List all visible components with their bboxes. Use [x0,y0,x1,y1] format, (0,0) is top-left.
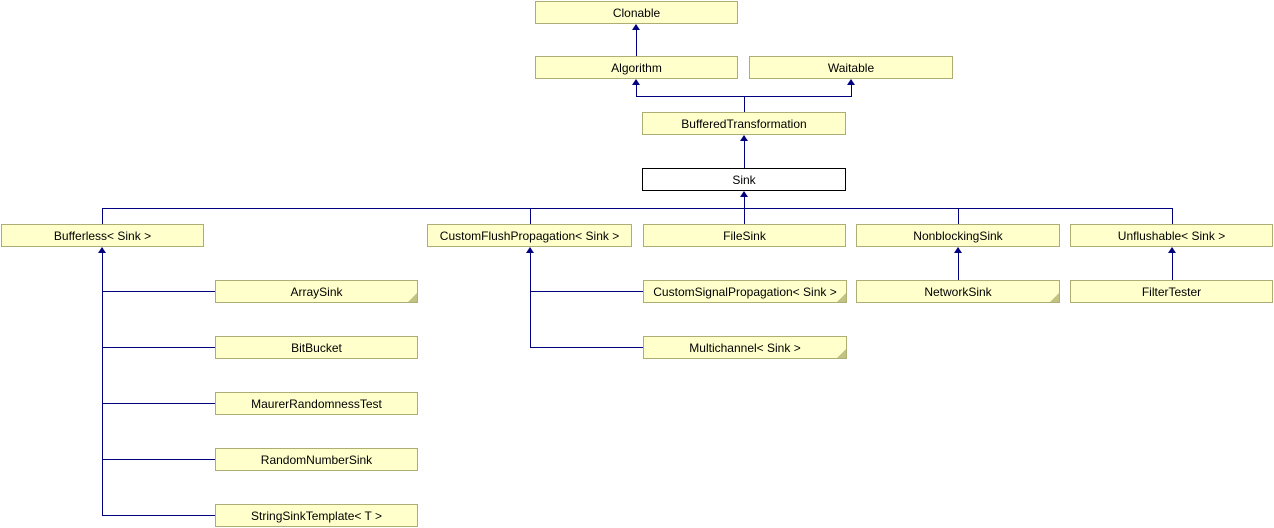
node-multichannel[interactable]: Multichannel< Sink > [643,336,847,359]
edge-bt-algorithm [636,80,637,97]
node-filesink[interactable]: FileSink [643,224,846,247]
arrow-up-icon [632,24,640,30]
edge-networksink-nonblocking [958,248,959,280]
node-clonable[interactable]: Clonable [535,1,738,24]
node-bufferless[interactable]: Bufferless< Sink > [1,224,204,247]
edge-to-multichannel [530,347,643,348]
edge-bufferless-trunk [102,248,103,516]
edge-drop-nonblockingsink [958,208,959,224]
edge-bt-waitable [851,80,852,97]
edge-drop-customflush [530,208,531,224]
node-stringsinktemplate[interactable]: StringSinkTemplate< T > [215,504,418,527]
node-unflushable[interactable]: Unflushable< Sink > [1070,224,1273,247]
edge-to-arraysink [102,291,215,292]
edge-algorithm-clonable [636,25,637,56]
edge-to-maurerrandomnesstest [102,403,215,404]
edge-to-bitbucket [102,347,215,348]
edge-to-customsignalpropagation [530,291,643,292]
arrow-up-icon [740,191,748,197]
node-networksink[interactable]: NetworkSink [856,280,1060,303]
node-sink: Sink [642,168,846,191]
arrow-up-icon [847,79,855,85]
node-bitbucket[interactable]: BitBucket [215,336,418,359]
edge-to-randomnumbersink [102,459,215,460]
edge-customflush-trunk [530,248,531,348]
node-waitable[interactable]: Waitable [749,56,953,79]
arrow-up-icon [526,247,534,253]
node-nonblockingsink[interactable]: NonblockingSink [856,224,1060,247]
arrow-up-icon [740,135,748,141]
edge-sink-bt [744,136,745,168]
node-arraysink[interactable]: ArraySink [215,280,418,303]
node-filtertester[interactable]: FilterTester [1070,280,1273,303]
arrow-up-icon [1168,247,1176,253]
edge-drop-unflushable [1172,208,1173,224]
edge-to-stringsinktemplate [102,515,215,516]
edge-filtertester-unflushable [1172,248,1173,280]
node-maurerrandomnesstest[interactable]: MaurerRandomnessTest [215,392,418,415]
edge-sink-children-bus [102,208,1173,209]
node-customflushpropagation[interactable]: CustomFlushPropagation< Sink > [427,224,632,247]
node-randomnumbersink[interactable]: RandomNumberSink [215,448,418,471]
node-bufferedtransformation[interactable]: BufferedTransformation [642,112,846,135]
edge-drop-bufferless [102,208,103,224]
edge-sink-children-stem [744,192,745,208]
arrow-up-icon [98,247,106,253]
arrow-up-icon [954,247,962,253]
node-customsignalpropagation[interactable]: CustomSignalPropagation< Sink > [643,280,847,303]
edge-drop-filesink [744,208,745,224]
node-algorithm[interactable]: Algorithm [535,56,738,79]
edge-bt-stem [744,96,745,112]
arrow-up-icon [632,79,640,85]
